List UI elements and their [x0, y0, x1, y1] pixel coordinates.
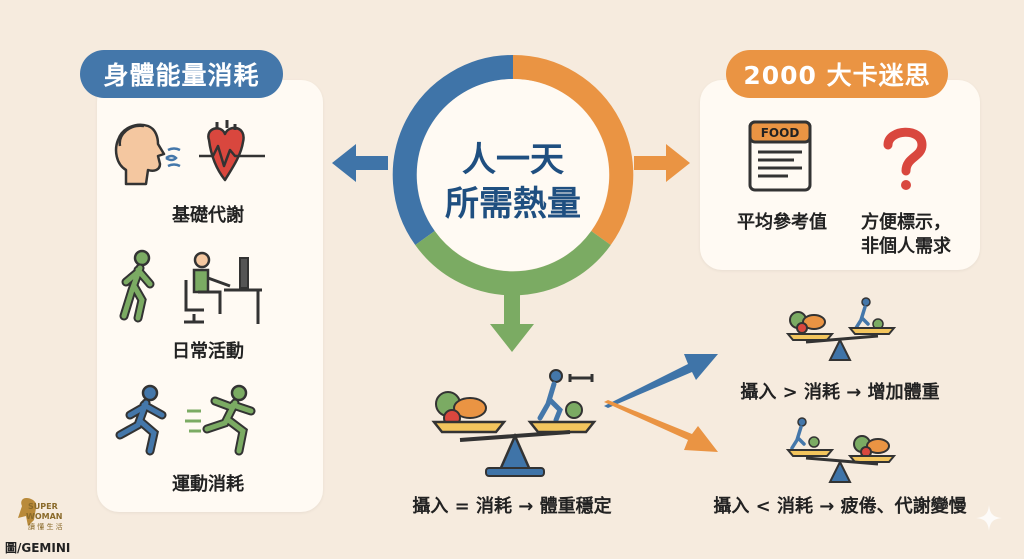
logo-top-text: SUPER: [28, 502, 58, 511]
arrow-down: [490, 290, 534, 352]
arrow-down-right: [604, 400, 718, 452]
arrow-left: [332, 144, 388, 182]
food-label-icon: [748, 120, 812, 192]
right-item-average: 平均參考值: [737, 212, 827, 233]
balance-equal-label: 攝入 = 消耗 → 體重穩定: [412, 496, 612, 517]
balance-less-label: 攝入 < 消耗 → 疲倦、代謝變慢: [713, 496, 967, 517]
arrow-up-right: [604, 354, 718, 408]
running-person-icon: [115, 384, 167, 456]
right-item-convenience-line2: 非個人需求: [861, 236, 951, 257]
sprinting-person-icon: [185, 384, 256, 456]
desk-worker-icon: [184, 251, 262, 324]
left-item-label-basal: 基礎代謝: [172, 205, 244, 226]
logo-sub-text: 讀 懂 生 活: [28, 523, 63, 531]
balance-scale-gain: [785, 297, 897, 361]
left-item-label-daily: 日常活動: [172, 341, 244, 362]
logo-bottom-text: WOMAN: [26, 512, 63, 521]
walking-person-icon: [119, 249, 155, 323]
arrow-right: [634, 144, 690, 182]
heart-icon: [199, 120, 265, 182]
food-sign-text: FOOD: [760, 126, 800, 140]
sparkle-icon: [976, 505, 1002, 531]
question-mark-icon: [883, 127, 927, 190]
left-item-label-exercise: 運動消耗: [172, 474, 244, 495]
center-title-line1: 人一天: [462, 140, 564, 180]
left-panel-title: 身體能量消耗: [80, 50, 283, 98]
right-panel: [700, 80, 980, 270]
balance-more-label: 攝入 > 消耗 → 增加體重: [740, 382, 940, 403]
center-ring: [392, 54, 634, 296]
right-panel-title: 2000 大卡迷思: [726, 50, 948, 98]
image-source-credit: 圖/GEMINI: [5, 541, 71, 555]
right-item-convenience-line1: 方便標示，: [861, 212, 951, 233]
breathing-head-icon: [114, 123, 181, 186]
superwoman-logo-icon: [18, 498, 37, 526]
balance-scale-main: [431, 369, 597, 477]
center-title-line2: 所需熱量: [445, 184, 581, 224]
balance-scale-loss: [785, 417, 897, 483]
